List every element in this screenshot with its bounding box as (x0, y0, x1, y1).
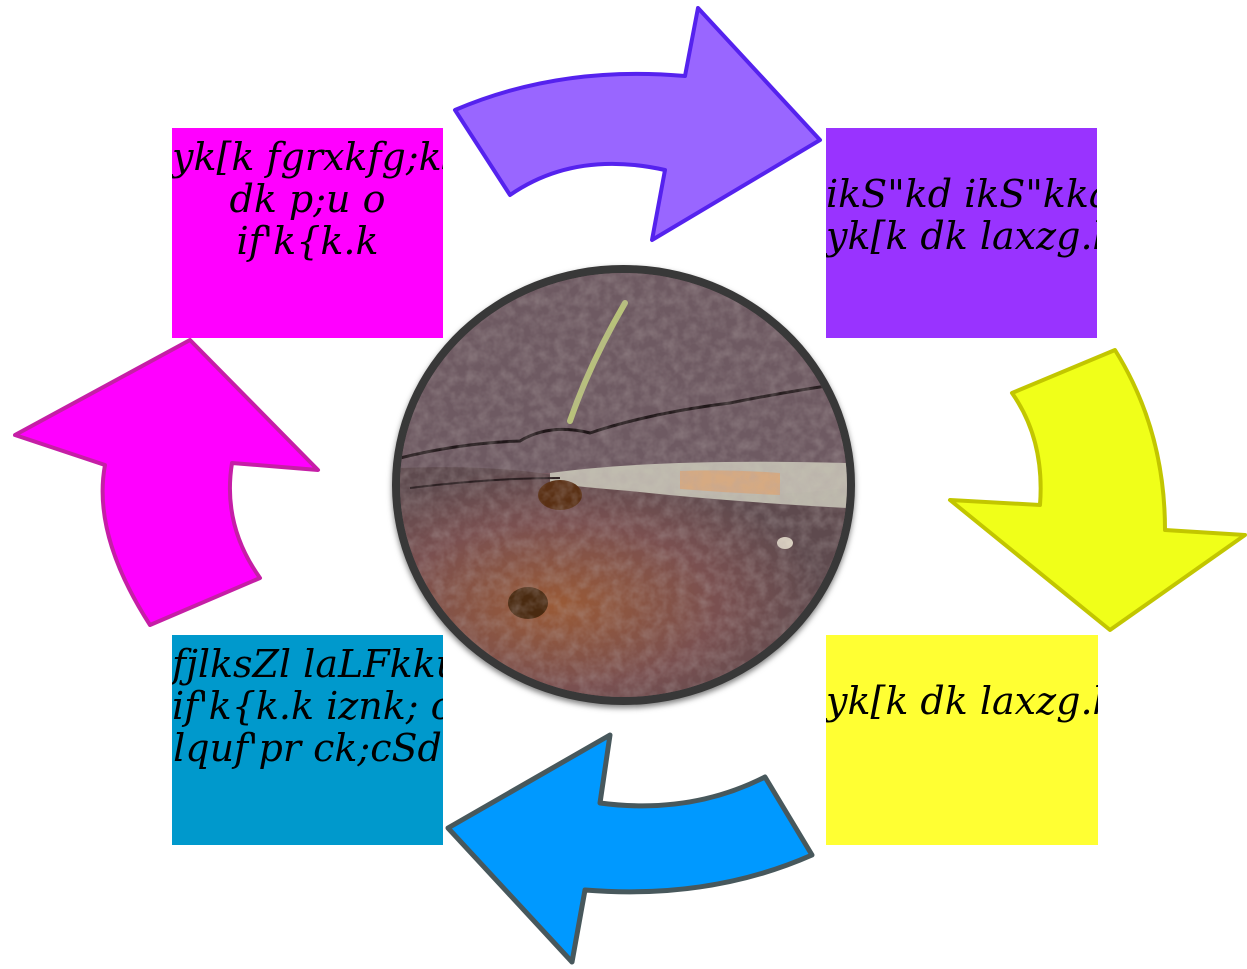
step-box-top-left: yk[k fgrxkfg;ksa dk p;u o if'k{k.k (172, 128, 443, 338)
step-text-line: yk[k dk laxzg.k (826, 680, 1098, 722)
step-box-bottom-right: yk[k dk laxzg.k (826, 635, 1098, 845)
center-photo-frame (392, 265, 855, 705)
step-box-top-right: ikS"kd ikS"kkaij yk[k dk laxzg.k (826, 128, 1097, 338)
step-text-line: if'k{k.k iznk; o (172, 685, 443, 727)
step-text-line: dk p;u o (172, 178, 443, 220)
step-text-line: yk[k dk laxzg.k (826, 215, 1097, 257)
step-text-line: ikS"kd ikS"kkaij (826, 173, 1097, 215)
step-text-line: yk[k fgrxkfg;ksa (172, 136, 443, 178)
photo-image (400, 273, 847, 697)
step-text-line: fjlksZl laLFkku }kjk (172, 643, 443, 685)
arrow-left (15, 340, 318, 625)
step-box-bottom-left: fjlksZl laLFkku }kjk if'k{k.k iznk; o lq… (172, 635, 443, 845)
arrow-top (455, 8, 820, 240)
step-text-line: lquf'pr ck;cSd (172, 727, 443, 769)
lac-encrusted-twig-photo (400, 273, 847, 697)
step-text-line: if'k{k.k (172, 220, 443, 262)
arrow-bottom (448, 735, 812, 962)
arrow-right (950, 350, 1245, 630)
